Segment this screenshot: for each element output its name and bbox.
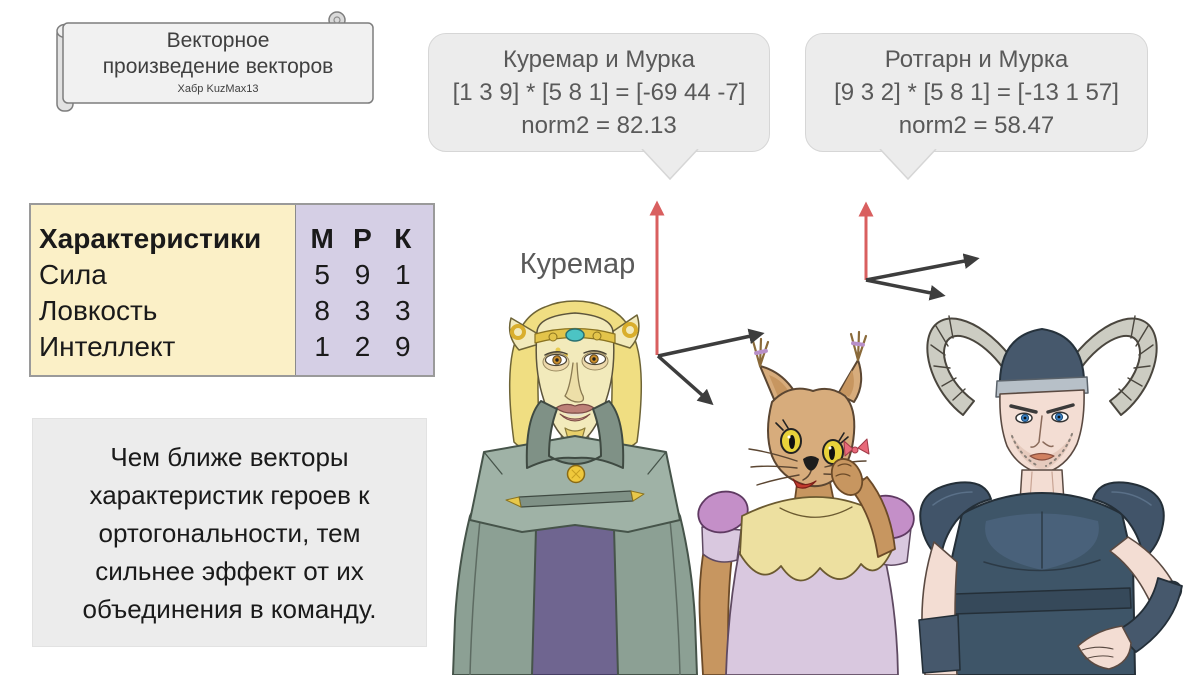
character-label-kuremar: Куремар	[519, 248, 636, 280]
warrior-right-horn	[1073, 317, 1158, 416]
cat-hand	[830, 458, 864, 496]
character-kuremar	[452, 300, 698, 675]
elf-nose	[564, 362, 585, 403]
bubble-pair-title: Куремар и Мурка	[502, 46, 696, 73]
table-row-label: Интеллект	[39, 331, 176, 362]
speech-bubble-rotgarn-murka: Ротгарн и Мурка [9 3 2] * [5 8 1] = [-13…	[805, 33, 1148, 181]
bubble-formula: [9 3 2] * [5 8 1] = [-13 1 57]	[834, 79, 1119, 106]
table-cell: 9	[395, 331, 411, 362]
note-box: Чем ближе векторы характеристик героев к…	[32, 418, 427, 647]
table-row-values: 1 2 9	[302, 329, 423, 365]
table-row-label: Сила	[39, 259, 107, 290]
stats-table-labels: Характеристики Сила Ловкость Интеллект	[31, 205, 296, 375]
banner-title-line2: произведение векторов	[102, 55, 334, 78]
table-row-values: 8 3 3	[302, 293, 423, 329]
table-cell: 1	[395, 259, 411, 290]
cat-bow	[843, 438, 870, 457]
character-rotgarn	[918, 315, 1183, 675]
warrior-left-horn	[926, 317, 1011, 416]
bubble-pair-title: Ротгарн и Мурка	[884, 46, 1069, 73]
speech-bubble-kuremar-murka: Куремар и Мурка [1 3 9] * [5 8 1] = [-69…	[428, 33, 770, 181]
vector-arrow	[656, 354, 714, 406]
vector-arrow	[865, 278, 946, 301]
table-cell: 2	[354, 331, 371, 362]
elf-earring	[510, 324, 526, 340]
table-header-columns: М Р К	[302, 221, 423, 257]
table-col-header: Р	[353, 223, 372, 254]
table-cell: 3	[395, 295, 411, 326]
vector-arrow	[865, 253, 980, 282]
warrior-helmet	[998, 328, 1086, 393]
table-row-label: Ловкость	[39, 295, 158, 326]
table-row-values: 5 9 1	[302, 257, 423, 293]
table-col-header: К	[394, 223, 412, 254]
cat-whiskers	[748, 448, 800, 486]
vector-arrow	[657, 328, 765, 358]
bubble-tail	[879, 149, 937, 181]
warrior-mouth	[1029, 452, 1055, 461]
bubble-formula: [1 3 9] * [5 8 1] = [-69 44 -7]	[452, 79, 746, 106]
bubble-tail	[641, 149, 699, 181]
character-murka	[697, 330, 915, 675]
note-text: Чем ближе векторы характеристик героев к…	[82, 441, 377, 624]
scroll-shape	[56, 11, 374, 112]
cat-nose	[803, 456, 819, 471]
banner-subtitle: Хабр KuzMax13	[177, 83, 259, 95]
table-header-label: Характеристики	[39, 223, 262, 254]
bubble-norm: norm2 = 58.47	[898, 112, 1055, 139]
warrior-bracer	[918, 614, 961, 674]
stats-table-values: М Р К 5 9 1 8 3 3 1 2 9	[296, 205, 433, 375]
bubble-norm: norm2 = 82.13	[521, 112, 677, 139]
elf-mouth	[555, 403, 595, 414]
cat-puff-sleeve	[697, 490, 749, 534]
table-cell: 1	[314, 331, 330, 362]
banner-title-line1: Векторное	[166, 29, 270, 52]
table-cell: 5	[314, 259, 330, 290]
title-scroll: Векторное произведение векторов Хабр Kuz…	[55, 10, 380, 115]
warrior-nose	[1030, 415, 1054, 448]
table-col-header: М	[310, 223, 334, 254]
elf-collar	[525, 400, 625, 469]
elf-earring	[622, 322, 638, 338]
cat-yoke	[739, 496, 893, 582]
vector-diagram-kuremar	[649, 200, 765, 406]
stats-table: Характеристики Сила Ловкость Интеллект М…	[29, 203, 435, 377]
table-cell: 9	[354, 259, 371, 290]
elf-cape	[469, 435, 681, 533]
cat-forearm	[850, 476, 896, 558]
table-cell: 8	[314, 295, 330, 326]
table-cell: 3	[354, 295, 371, 326]
cat-dress	[725, 549, 899, 675]
vector-diagram-rotgarn	[858, 201, 980, 301]
cat-mouth	[792, 478, 817, 489]
